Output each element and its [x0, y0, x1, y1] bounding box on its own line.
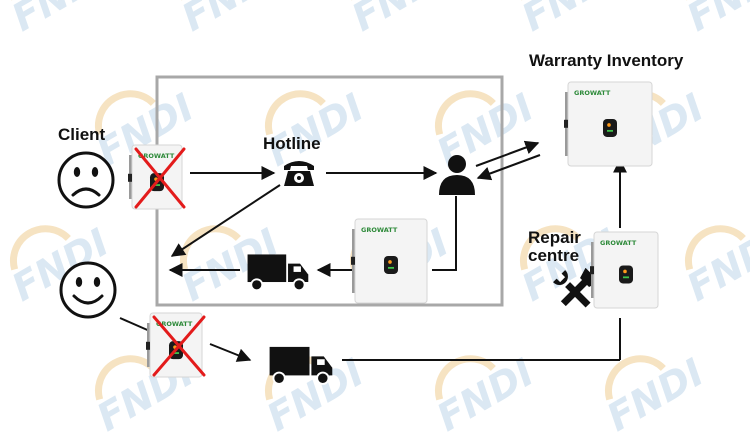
label-hotline: Hotline — [263, 134, 321, 153]
arrow-faulty-to-truck — [209, 343, 252, 362]
arrow-inventory-to-agent — [476, 154, 541, 181]
label-repair: Repair — [528, 228, 581, 247]
watermark-mark: FNDI — [680, 220, 750, 310]
cross-icon — [152, 315, 206, 377]
watermark-text: FNDI — [515, 0, 627, 40]
crossed-tools-icon — [553, 267, 600, 308]
watermark-mark: FNDI — [515, 0, 627, 40]
label-client: Client — [58, 125, 106, 144]
warranty-inventory-inverter: GROWATT — [564, 81, 653, 167]
device-led-bar — [154, 184, 160, 186]
watermark-text: FNDI — [5, 0, 117, 40]
replacement-inverter: GROWATT — [351, 218, 428, 304]
watermark-text: FNDI — [680, 0, 750, 40]
line-agent-to-replacement — [432, 196, 457, 271]
arrow-hotline-to-client — [170, 184, 281, 257]
truck-icon-top — [247, 254, 309, 292]
device-display — [619, 265, 633, 284]
label-warranty-inventory: Warranty Inventory — [529, 51, 684, 70]
device-led — [388, 260, 392, 264]
watermark-mark: FNDI — [260, 350, 372, 439]
cross-icon — [134, 147, 186, 209]
device-brand: GROWATT — [361, 226, 398, 234]
watermark-mark: FNDI — [430, 85, 542, 175]
watermark-text: FNDI — [345, 0, 457, 40]
watermark-mark: FNDI — [260, 85, 372, 175]
line-happy-client-to-faulty — [119, 317, 153, 333]
watermark-text: FNDI — [175, 0, 287, 40]
device-connector — [146, 341, 150, 350]
telephone-icon — [284, 161, 314, 186]
device-brand: GROWATT — [156, 320, 193, 328]
device-display — [603, 118, 617, 137]
faulty-inverter-return: GROWATT — [146, 312, 206, 378]
watermark-mark: FNDI — [430, 350, 542, 439]
device-connector — [564, 119, 568, 128]
watermark-mark: FNDI — [680, 0, 750, 40]
device-led-bar — [173, 352, 179, 354]
device-connector — [128, 173, 132, 182]
device-connector — [351, 256, 355, 265]
watermark-mark: FNDI — [600, 350, 712, 439]
device-connector — [590, 266, 594, 275]
faulty-inverter-client: GROWATT — [128, 144, 186, 210]
watermark-mark: FNDI — [345, 0, 457, 40]
device-brand: GROWATT — [600, 239, 637, 247]
device-led-bar — [623, 276, 629, 279]
repaired-inverter: GROWATT — [590, 231, 659, 309]
happy-face-icon — [59, 261, 117, 319]
watermark-mark: FNDI — [5, 0, 117, 40]
device-led-bar — [388, 266, 394, 269]
person-icon — [439, 155, 475, 195]
device-led — [607, 123, 611, 127]
sad-face-icon — [57, 151, 115, 209]
device-display — [384, 255, 398, 274]
label-centre: centre — [528, 246, 580, 265]
device-led — [623, 269, 627, 274]
truck-icon-bottom — [269, 346, 333, 385]
connectors — [119, 140, 627, 362]
arrow-agent-to-inventory — [475, 140, 540, 167]
watermark-mark: FNDI — [175, 0, 287, 40]
device-led-bar — [607, 129, 613, 132]
device-brand: GROWATT — [574, 89, 611, 97]
device-brand: GROWATT — [138, 152, 175, 160]
